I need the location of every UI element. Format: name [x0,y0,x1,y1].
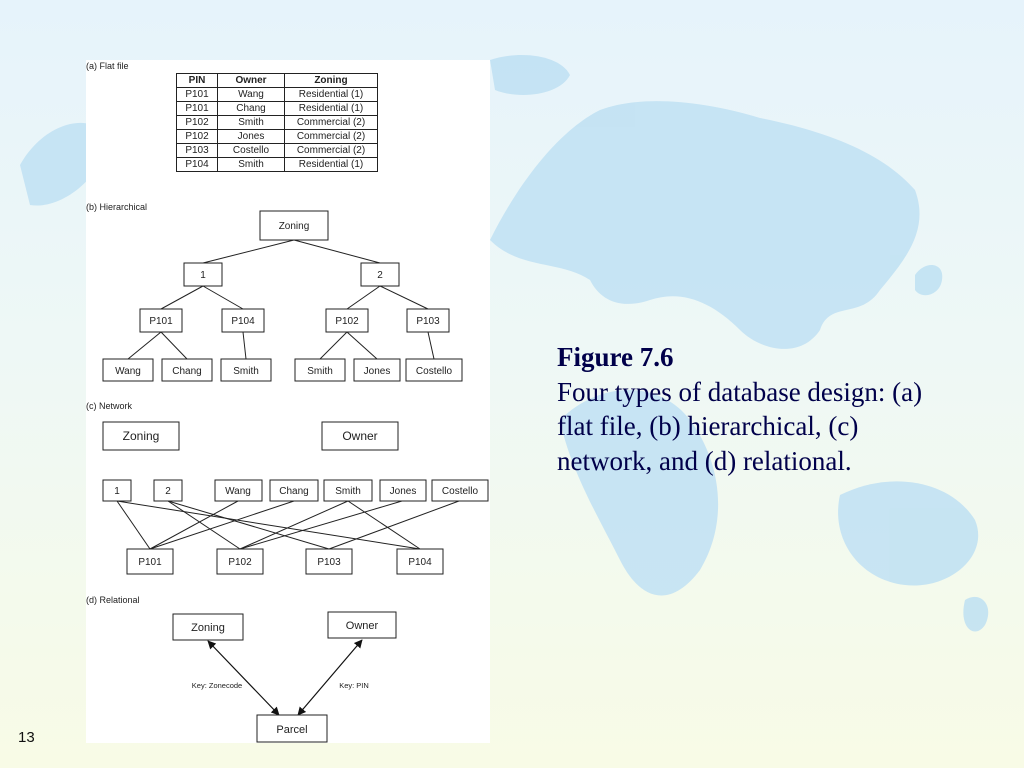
relational-label: (d) Relational [86,595,140,605]
rel-node-zoning [172,613,244,641]
rel-text-owner: Owner [346,620,379,632]
hier-node-p103 [406,308,450,333]
hier-text-jones: Jones [364,366,391,377]
cell-pin: P101 [176,87,218,102]
rel-key-pin: Key: PIN [339,681,369,690]
table-row: P102 Smith Commercial (2) [176,115,378,130]
net-text-chang: Chang [279,486,308,497]
net-text-p101: P101 [138,557,162,568]
hier-text-costello: Costello [416,366,453,377]
caption-title: Figure 7.6 [557,342,674,372]
cell-owner: Smith [217,157,285,172]
net-node-wang [214,479,263,502]
net-text-p102: P102 [228,557,252,568]
hier-text-zone-2: 2 [377,270,383,281]
table-row: P101 Wang Residential (1) [176,87,378,102]
cell-owner: Jones [217,129,285,144]
net-text-owner: Owner [342,429,377,443]
cell-owner: Wang [217,87,285,102]
slide-number: 13 [18,729,35,746]
hier-node-p104 [221,308,265,333]
hierarchical-label: (b) Hierarchical [86,202,147,212]
net-node-zone-2 [153,479,183,502]
net-node-zone-1 [102,479,132,502]
cell-pin: P103 [176,143,218,158]
net-node-chang [269,479,319,502]
cell-owner: Costello [217,143,285,158]
net-node-owner [321,421,399,451]
hier-text-p101: P101 [149,316,173,327]
hier-node-p102 [325,308,369,333]
rel-node-owner [327,611,397,639]
net-node-p103 [305,548,353,575]
hier-text-p104: P104 [231,316,255,327]
hier-node-jones [353,358,401,382]
net-text-zoning: Zoning [123,429,160,443]
rel-text-parcel: Parcel [276,724,307,736]
table-row: P104 Smith Residential (1) [176,157,378,172]
hier-node-costello [405,358,463,382]
cell-pin: P102 [176,129,218,144]
hier-node-zone-1 [183,262,223,287]
net-text-wang: Wang [225,486,251,497]
col-header-owner: Owner [217,73,285,88]
net-node-p101 [126,548,174,575]
cell-owner: Chang [217,101,285,116]
database-design-figure: (a) Flat file (b) Hierarchical [86,60,490,743]
hier-text-wang: Wang [115,366,141,377]
net-node-zoning [102,421,180,451]
cell-zoning: Residential (1) [284,87,378,102]
col-header-zoning: Zoning [284,73,378,88]
rel-node-parcel [256,714,328,743]
cell-zoning: Commercial (2) [284,143,378,158]
cell-pin: P104 [176,157,218,172]
col-header-pin: PIN [176,73,218,88]
cell-pin: P101 [176,101,218,116]
hier-node-chang [161,358,213,382]
net-node-p102 [216,548,264,575]
net-node-p104 [396,548,444,575]
net-text-costello: Costello [442,486,479,497]
net-text-p103: P103 [317,557,341,568]
hier-text-smith: Smith [233,366,259,377]
hier-text-smith-2: Smith [307,366,333,377]
network-label: (c) Network [86,401,133,411]
net-text-smith: Smith [335,486,361,497]
net-node-smith [323,479,373,502]
hier-node-wang [102,358,154,382]
table-row: P101 Chang Residential (1) [176,101,378,116]
rel-text-zoning: Zoning [191,622,225,634]
flat-file-table: PIN Owner Zoning P101 Wang Residential (… [176,73,378,172]
net-text-jones: Jones [390,486,417,497]
hier-node-smith-2 [294,358,346,382]
hier-text-zone-1: 1 [200,270,206,281]
net-text-p104: P104 [408,557,432,568]
hier-node-zone-2 [360,262,400,287]
hier-node-smith [220,358,272,382]
cell-zoning: Commercial (2) [284,129,378,144]
net-node-costello [431,479,489,502]
hier-text-p102: P102 [335,316,359,327]
database-diagram: (a) Flat file (b) Hierarchical [86,61,489,743]
figure-caption: Figure 7.6 Four types of database design… [557,340,927,478]
table-row: P102 Jones Commercial (2) [176,129,378,144]
net-node-jones [379,479,427,502]
hier-text-chang: Chang [172,366,201,377]
cell-owner: Smith [217,115,285,130]
caption-body: Four types of database design: (a) flat … [557,376,923,476]
rel-key-zonecode: Key: Zonecode [192,681,242,690]
cell-zoning: Residential (1) [284,157,378,172]
cell-pin: P102 [176,115,218,130]
net-text-zone-2: 2 [165,486,171,497]
hier-text-zoning: Zoning [279,221,310,232]
hier-node-zoning [259,210,329,241]
hier-text-p103: P103 [416,316,440,327]
cell-zoning: Residential (1) [284,101,378,116]
net-text-zone-1: 1 [114,486,120,497]
hier-node-p101 [139,308,183,333]
flat-file-label: (a) Flat file [86,61,129,71]
table-row: P103 Costello Commercial (2) [176,143,378,158]
cell-zoning: Commercial (2) [284,115,378,130]
